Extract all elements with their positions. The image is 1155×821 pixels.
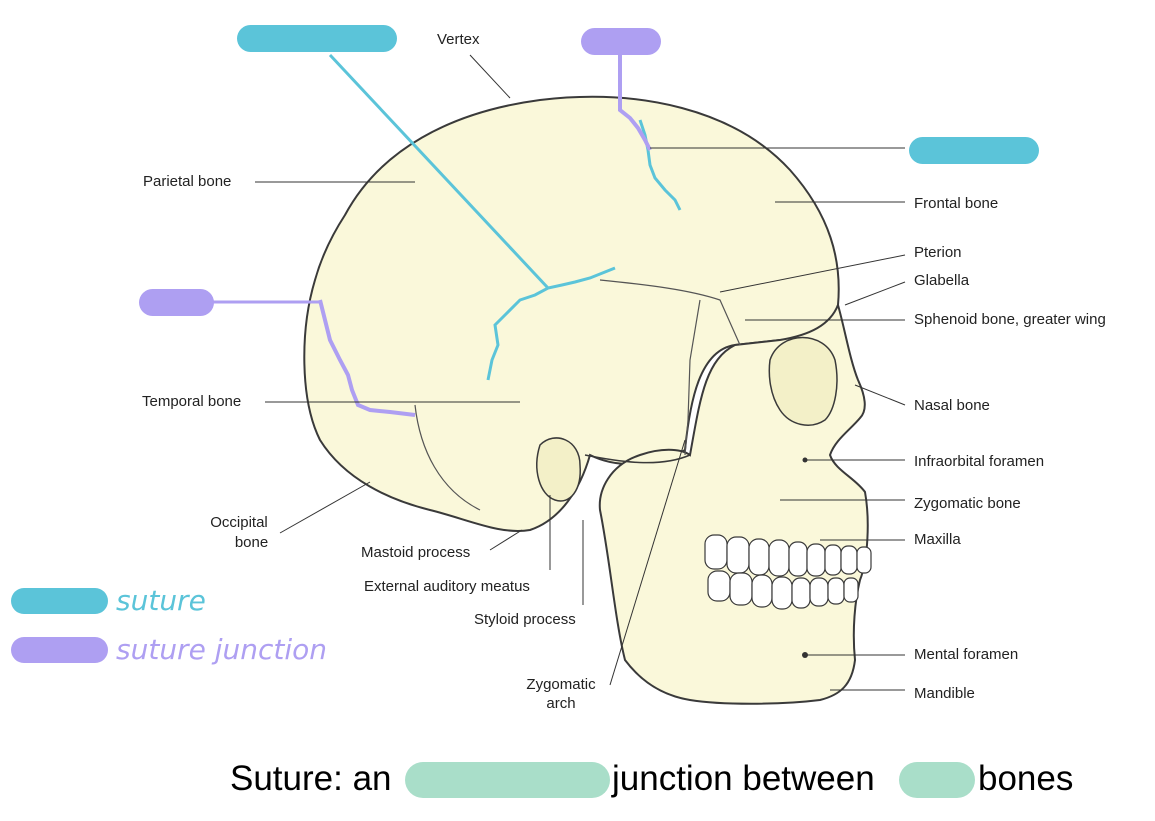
- label-mandible: Mandible: [914, 685, 975, 702]
- orbit: [768, 336, 838, 426]
- label-pterion: Pterion: [914, 244, 962, 261]
- label-temporal-bone: Temporal bone: [142, 393, 242, 410]
- label-occipital-bone-line2: bone: [234, 534, 269, 551]
- label-parietal-bone: Parietal bone: [143, 173, 232, 190]
- suture-junction-bregma: [618, 55, 652, 151]
- label-occipital-bone-line1: Occipital: [210, 514, 268, 531]
- teeth: [704, 534, 872, 610]
- zygomatic-arch: [584, 454, 691, 464]
- label-zygomatic-arch-line2: arch: [546, 695, 576, 712]
- legend-suture-swatch: [11, 588, 108, 614]
- infraorbital-dot: [802, 457, 808, 463]
- label-zygomatic-arch-line1: Zygomatic: [526, 676, 596, 693]
- legend-suture-text: suture: [116, 584, 206, 617]
- label-nasal-bone: Nasal bone: [914, 397, 990, 414]
- sphenoid-suture: [684, 299, 701, 456]
- junction-answer-pill-top: [581, 28, 661, 55]
- label-mastoid-process: Mastoid process: [361, 544, 471, 561]
- definition-suffix: bones: [978, 759, 1074, 798]
- suture-pointer-1: [328, 53, 550, 290]
- temporal-suture: [599, 279, 741, 346]
- label-zygomatic-bone: Zygomatic bone: [914, 495, 1021, 512]
- lower-suture: [414, 404, 481, 511]
- suture-answer-pill-right: [909, 137, 1039, 164]
- label-glabella: Glabella: [914, 272, 970, 289]
- label-infraorbital-foramen: Infraorbital foramen: [914, 453, 1045, 470]
- ear-region: [536, 437, 581, 502]
- legend-junction-text: suture junction: [116, 633, 327, 666]
- label-external-auditory-meatus: External auditory meatus: [364, 578, 530, 595]
- label-frontal-bone: Frontal bone: [914, 195, 999, 212]
- definition-blank-2: [899, 762, 975, 798]
- definition-prefix: Suture: an: [230, 759, 392, 798]
- junction-answer-pill-left: [139, 289, 214, 316]
- label-vertex: Vertex: [437, 31, 480, 48]
- label-mental-foramen: Mental foramen: [914, 646, 1019, 663]
- definition-middle: junction between: [612, 759, 875, 798]
- leader-lines: [255, 54, 906, 691]
- suture-line-squamous: [486, 266, 616, 381]
- label-sphenoid-bone: Sphenoid bone, greater wing: [914, 311, 1106, 328]
- label-styloid-process: Styloid process: [474, 611, 576, 628]
- label-maxilla: Maxilla: [914, 531, 961, 548]
- legend-junction-swatch: [11, 637, 108, 663]
- definition-blank-1: [405, 762, 610, 798]
- mental-foramen-dot: [802, 652, 808, 658]
- suture-line-lambdoid: [318, 299, 416, 417]
- suture-answer-pill-top: [237, 25, 397, 52]
